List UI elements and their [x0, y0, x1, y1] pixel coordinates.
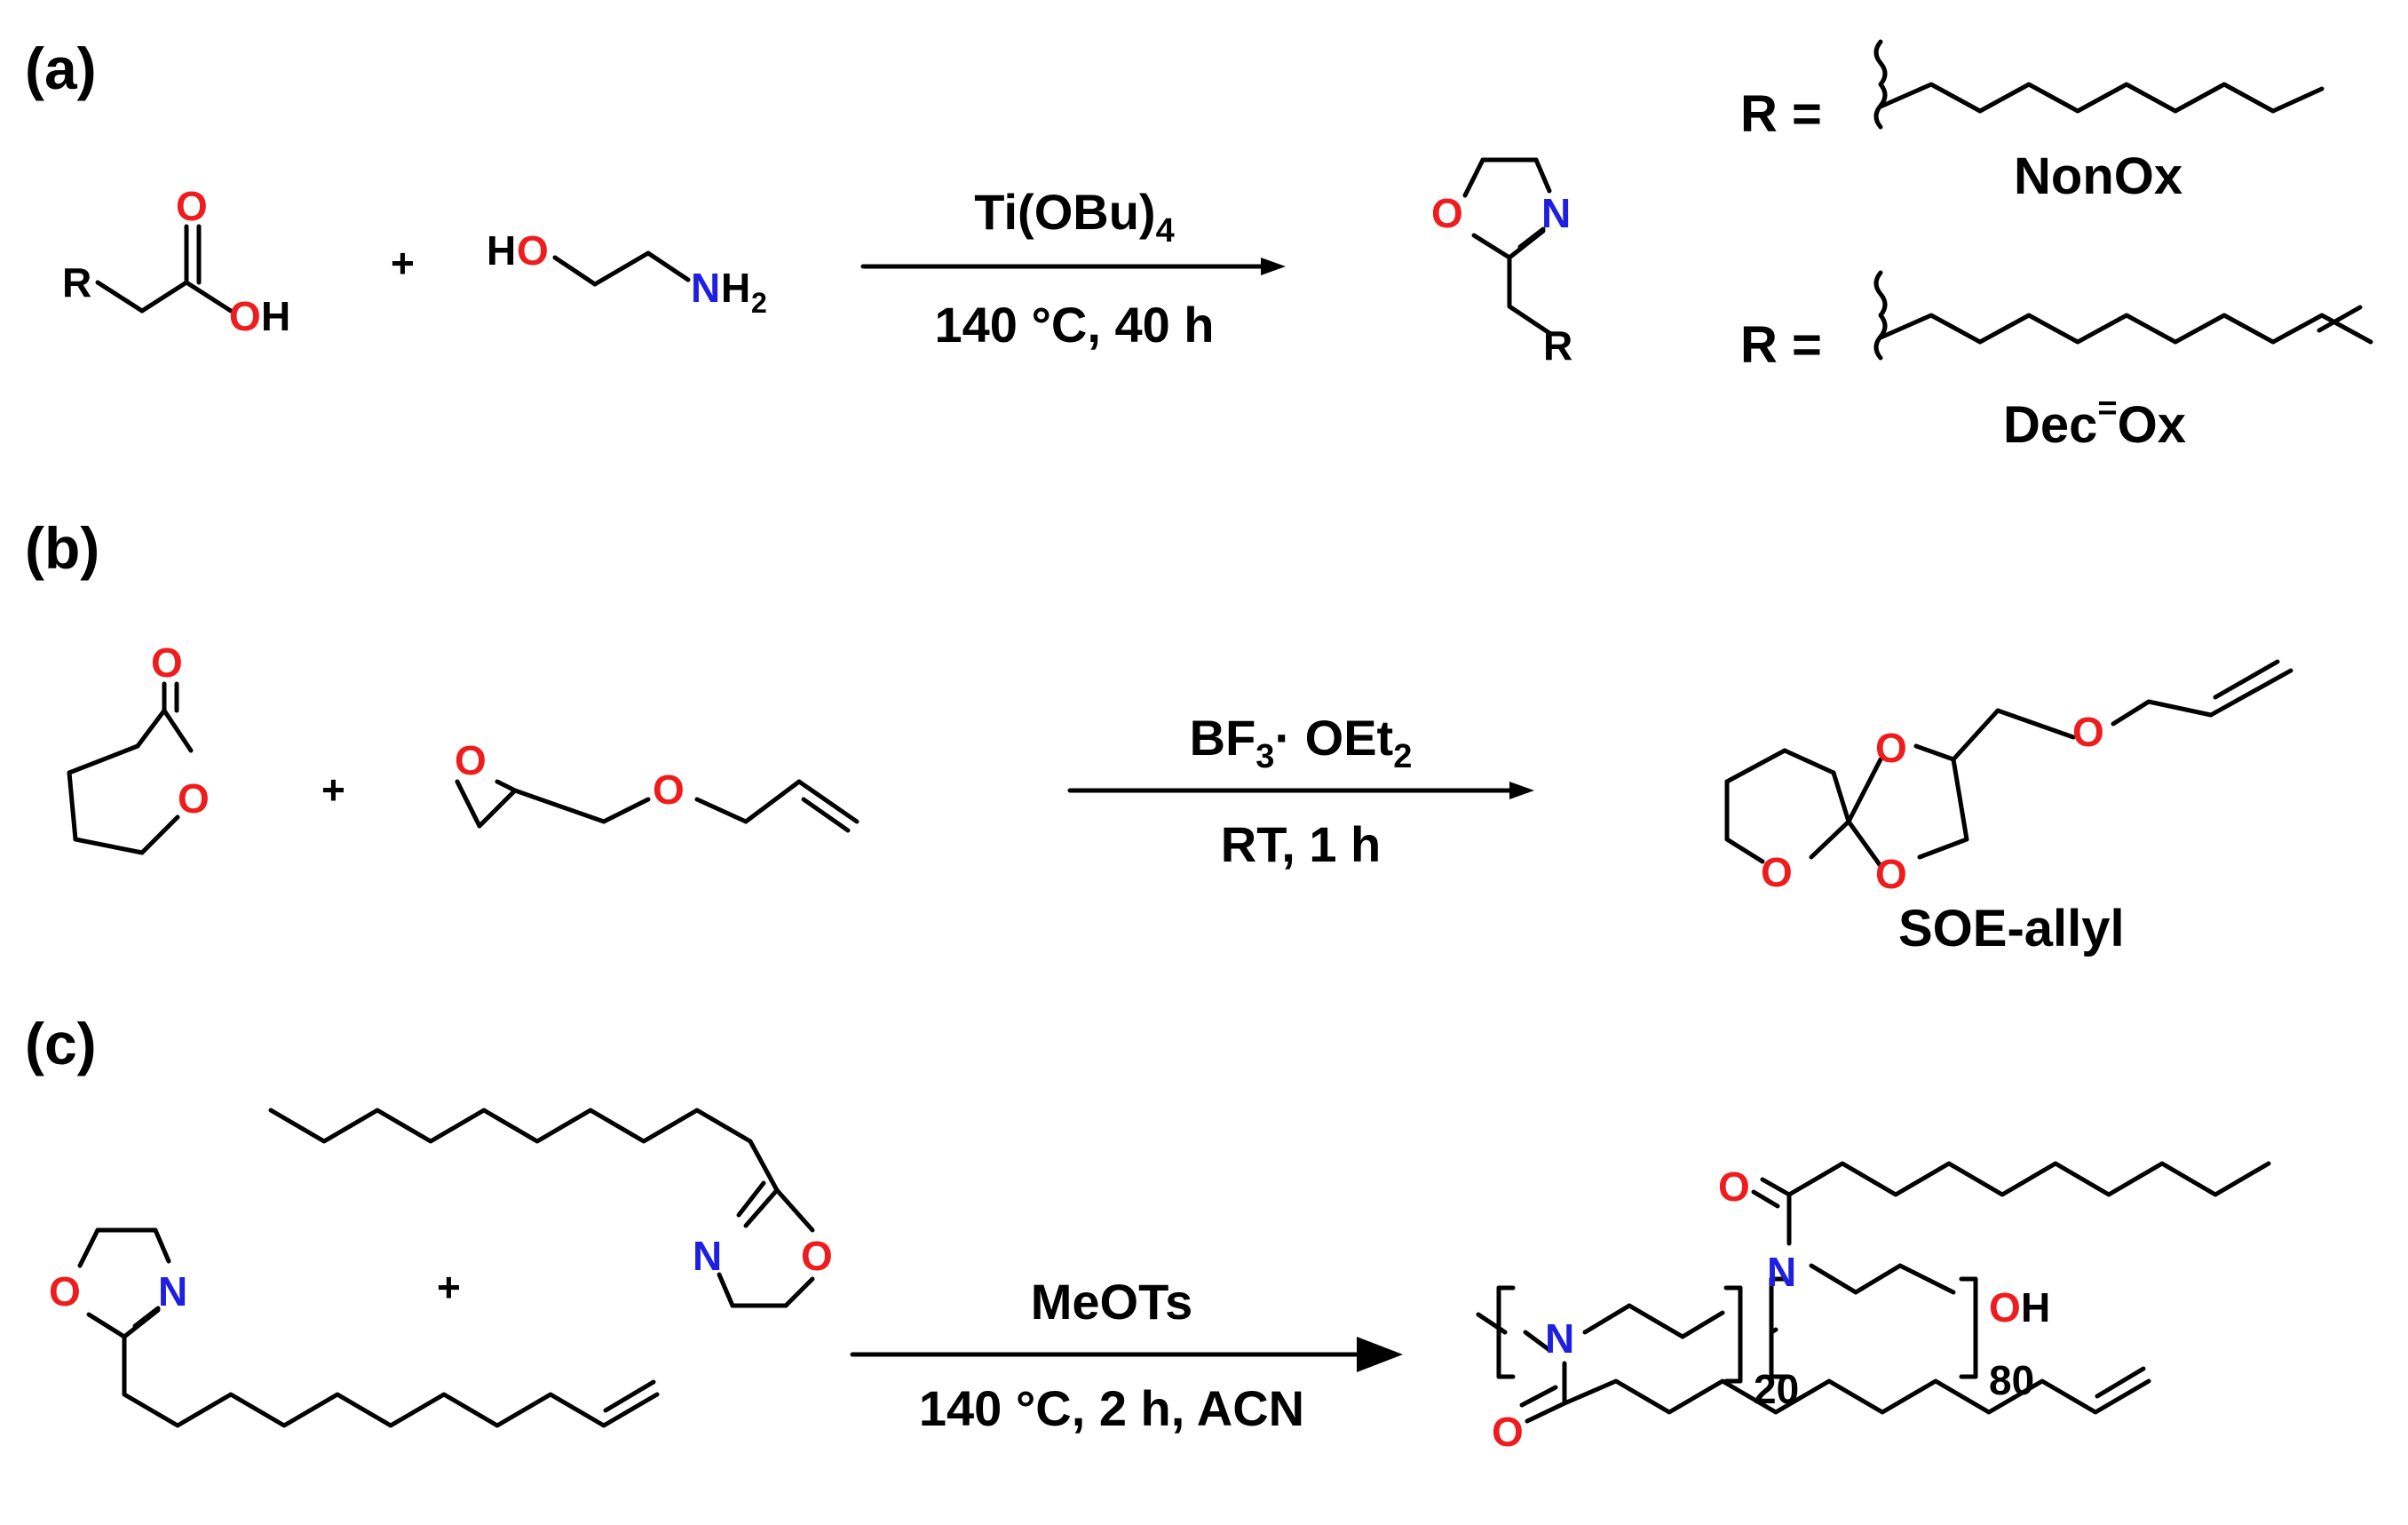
condition-c: 140 °C, 2 h, ACN — [919, 1380, 1304, 1436]
atom-o: O — [1431, 190, 1463, 236]
atom-n: N — [1541, 190, 1571, 236]
atom-h: H — [261, 293, 290, 339]
plus-sign: + — [437, 1264, 461, 1310]
atom-o: O — [1989, 1284, 2021, 1330]
atom-h2: H — [721, 265, 750, 311]
atom-h: H — [487, 227, 516, 274]
arrow-head-a — [1261, 258, 1286, 275]
atom-o: O — [455, 737, 487, 783]
plus-sign: + — [391, 240, 415, 286]
arrow-head-c — [1357, 1337, 1403, 1372]
atom-n: N — [693, 1233, 722, 1279]
copolymer-product-structure: N N O H 20 80 O O — [1476, 1161, 2271, 1455]
reagent-b: BF3· OEt2 — [1190, 710, 1413, 775]
condition-a: 140 °C, 40 h — [935, 297, 1215, 353]
atom-o: O — [178, 775, 210, 822]
name-decox: Dec=Ox — [2003, 390, 2186, 454]
allyl-glycidyl-ether-structure: O O — [455, 737, 859, 833]
panel-label-a: (a) — [25, 36, 97, 101]
atom-h: H — [2021, 1284, 2050, 1330]
atom-o: O — [1875, 725, 1907, 771]
arrow-head-b — [1509, 782, 1534, 799]
atom-o: O — [653, 766, 685, 813]
reagent-a: Ti(OBu)4 — [974, 184, 1174, 250]
atom-r: R — [62, 259, 91, 306]
name-nonox: NonOx — [2014, 147, 2182, 205]
r-definition-2: R = — [1740, 316, 1822, 374]
atom-o: O — [801, 1233, 833, 1279]
r-definition-1: R = — [1740, 85, 1822, 143]
atom-o: O — [1492, 1409, 1524, 1455]
decenyl-chain — [1873, 270, 2373, 361]
condition-b: RT, 1 h — [1221, 816, 1381, 872]
subscript-80: 80 — [1989, 1357, 2034, 1403]
reagent-c: MeOTs — [1031, 1274, 1193, 1330]
atom-n: N — [1545, 1315, 1574, 1362]
atom-n: N — [1767, 1249, 1796, 1295]
nonyl-oxazoline-structure: N O — [268, 1108, 833, 1308]
atom-o: O — [151, 639, 183, 686]
atom-o: O — [49, 1268, 81, 1315]
atom-o: O — [517, 227, 549, 274]
atom-o: O — [176, 183, 208, 229]
atom-o: O — [1875, 851, 1907, 897]
atom-r: R — [1543, 322, 1572, 369]
subscript-2: 2 — [751, 287, 767, 319]
nonyl-chain — [1873, 39, 2325, 130]
atom-o: O — [1718, 1164, 1750, 1210]
atom-o: O — [2072, 709, 2104, 755]
oxazoline-product-structure: O N R — [1431, 157, 1572, 369]
atom-o: O — [229, 293, 261, 339]
atom-o: O — [1761, 849, 1793, 895]
carboxylic-acid-structure: R O O H — [62, 183, 290, 339]
panel-label-c: (c) — [25, 1011, 97, 1076]
decenyl-oxazoline-structure: O N — [49, 1227, 660, 1428]
atom-n: N — [158, 1268, 187, 1315]
atom-n: N — [691, 265, 720, 311]
plus-sign: + — [321, 766, 345, 813]
spiro-orthoester-product-structure: O O O O — [1724, 659, 2293, 897]
butyrolactone-structure: O O — [67, 639, 210, 855]
name-soe-allyl: SOE-allyl — [1898, 900, 2125, 957]
ethanolamine-structure: H O N H 2 — [487, 227, 767, 319]
panel-label-b: (b) — [25, 515, 99, 581]
